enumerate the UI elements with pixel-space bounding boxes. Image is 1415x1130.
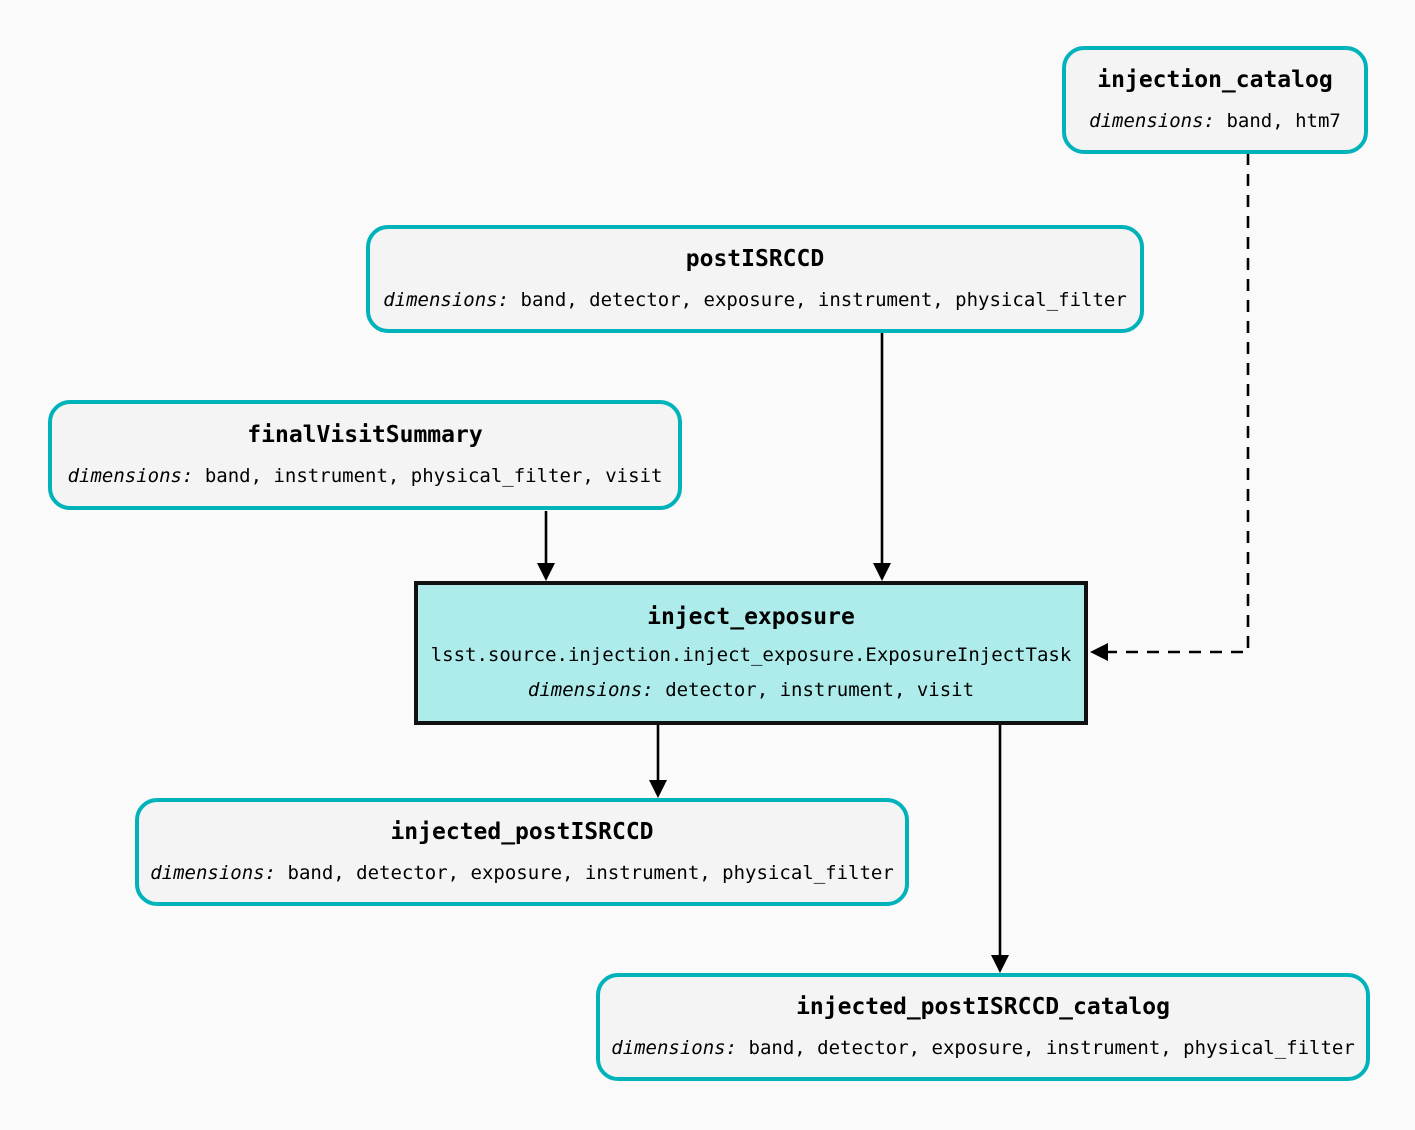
node-injected-postisrccd-catalog[interactable]: injected_postISRCCD_catalog dimensions: … [596, 973, 1370, 1081]
node-dimensions-finalvisitsummary: dimensions: band, instrument, physical_f… [68, 466, 663, 487]
node-dimensions-inject-exposure: dimensions: detector, instrument, visit [527, 678, 975, 701]
node-title-injected-postisrccd: injected_postISRCCD [390, 818, 654, 845]
node-title-injection-catalog: injection_catalog [1097, 66, 1333, 93]
node-dimensions-postisrccd: dimensions: band, detector, exposure, in… [383, 290, 1127, 311]
dimensions-value: detector, instrument, visit [665, 678, 975, 701]
dimensions-value: band, detector, exposure, instrument, ph… [520, 289, 1127, 312]
node-dimensions-injection-catalog: dimensions: band, htm7 [1089, 111, 1341, 132]
node-dimensions-injected-postisrccd: dimensions: band, detector, exposure, in… [150, 863, 894, 884]
dimensions-label: dimensions: [1089, 110, 1227, 133]
dimensions-label: dimensions: [150, 862, 288, 885]
node-inject-exposure[interactable]: inject_exposure lsst.source.injection.in… [414, 581, 1088, 725]
node-dimensions-injected-postisrccd-catalog: dimensions: band, detector, exposure, in… [611, 1038, 1355, 1059]
node-postisrccd[interactable]: postISRCCD dimensions: band, detector, e… [366, 225, 1144, 333]
node-title-finalvisitsummary: finalVisitSummary [247, 421, 483, 448]
dimensions-value: band, instrument, physical_filter, visit [204, 465, 663, 488]
node-finalvisitsummary[interactable]: finalVisitSummary dimensions: band, inst… [48, 400, 682, 510]
dimensions-label: dimensions: [611, 1037, 749, 1060]
node-title-postisrccd: postISRCCD [685, 245, 825, 272]
dimensions-label: dimensions: [383, 289, 521, 312]
node-injection-catalog[interactable]: injection_catalog dimensions: band, htm7 [1062, 46, 1368, 154]
dimensions-label: dimensions: [67, 465, 205, 488]
dimensions-value: band, htm7 [1226, 110, 1341, 133]
dimensions-label: dimensions: [527, 678, 666, 701]
node-injected-postisrccd[interactable]: injected_postISRCCD dimensions: band, de… [135, 798, 909, 906]
node-title-injected-postisrccd-catalog: injected_postISRCCD_catalog [796, 993, 1170, 1020]
dimensions-value: band, detector, exposure, instrument, ph… [748, 1037, 1355, 1060]
node-title-inject-exposure: inject_exposure [647, 604, 855, 631]
dimensions-value: band, detector, exposure, instrument, ph… [287, 862, 894, 885]
node-classpath-inject-exposure: lsst.source.injection.inject_exposure.Ex… [430, 643, 1072, 666]
